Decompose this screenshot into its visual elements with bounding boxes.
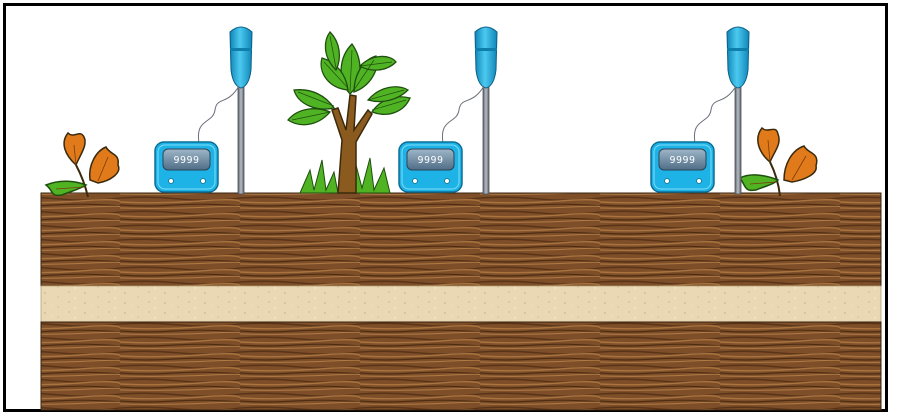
meter-button [697, 179, 702, 184]
probe-icon [230, 27, 252, 88]
meter-cable [198, 86, 239, 143]
meter-button [445, 179, 450, 184]
meter-reading: 9999 [417, 155, 443, 166]
soil-top-layer [41, 193, 881, 286]
meter-button [201, 179, 206, 184]
meter-button [169, 179, 174, 184]
soil-bottom-layer [41, 322, 881, 410]
probe-handle-band [727, 48, 749, 51]
meter-reading: 9999 [669, 155, 695, 166]
moisture-meters: 9999 9999 9999 [155, 27, 749, 194]
oak-leaf-sprig-icon [46, 133, 119, 197]
meter-reading: 9999 [173, 155, 199, 166]
moisture-meter-assembly: 9999 [155, 27, 252, 194]
soil-profile [41, 193, 881, 410]
moisture-meter-assembly: 9999 [651, 27, 749, 194]
probe-rod [483, 82, 489, 194]
moisture-meter-assembly: 9999 [399, 27, 497, 194]
meter-cable [442, 86, 484, 143]
tree-icon [288, 32, 410, 193]
meter-cable [694, 86, 736, 143]
probe-icon [475, 27, 497, 88]
meter-button [665, 179, 670, 184]
meter-button [413, 179, 418, 184]
probe-handle-band [230, 48, 252, 51]
probe-icon [727, 27, 749, 88]
probe-rod [238, 82, 244, 194]
sand-layer [41, 286, 881, 322]
probe-rod [735, 82, 741, 194]
probe-handle-band [475, 48, 497, 51]
oak-leaf-sprig-icon [740, 128, 817, 196]
